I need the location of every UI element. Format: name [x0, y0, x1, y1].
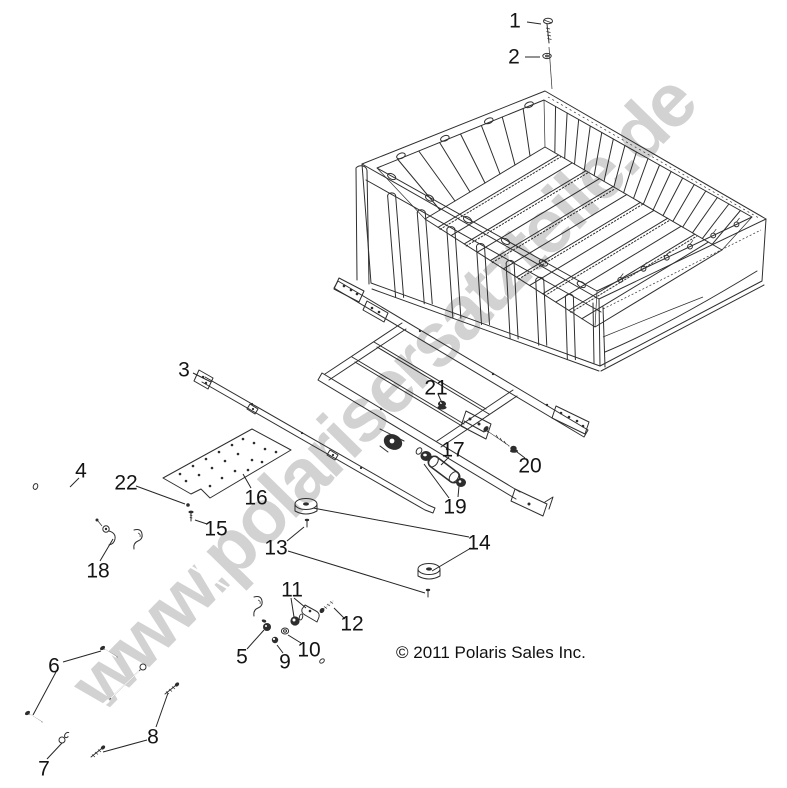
part-1-bolt: [543, 17, 553, 44]
callout-leader-12: [333, 607, 346, 620]
callout-5: 5: [236, 646, 248, 669]
back-wall-slats: [554, 106, 741, 245]
callout-leader-11: [293, 597, 307, 609]
callout-21: 21: [424, 377, 447, 400]
skid-plate-drawing: [162, 428, 292, 499]
copyright-text: © 2011 Polaris Sales Inc.: [396, 643, 586, 662]
callout-8: 8: [147, 726, 159, 749]
floor-ribs: [437, 154, 709, 320]
part-21-nut: [437, 400, 447, 410]
callout-leader-13: [286, 526, 305, 542]
part-2-washer: [542, 52, 552, 60]
callout-16: 16: [244, 487, 267, 510]
callout-leader-13: [287, 550, 426, 594]
part-6-pins: [24, 645, 118, 723]
skid-plate-holes: [178, 437, 278, 488]
callout-leader-22: [135, 485, 186, 505]
part-20-bolt: [483, 426, 518, 453]
callout-leader-15: [194, 519, 208, 525]
callout-leader-5: [246, 629, 265, 650]
callout-leader-9: [276, 644, 284, 654]
hardware-drawings: [24, 17, 553, 758]
callout-leader-6: [62, 650, 102, 663]
callout-leader-4: [69, 477, 80, 488]
box-mounting-frame-drawing: [317, 277, 590, 517]
callout-leader-14: [312, 507, 470, 538]
tiedown-hooks: [617, 217, 740, 283]
callout-leader-6: [32, 671, 57, 716]
callout-leader-10: [287, 634, 302, 644]
callout-leader-14: [431, 547, 472, 572]
part-9-nut: [271, 636, 279, 644]
callout-7: 7: [38, 758, 50, 781]
rim-stake-holes: [387, 101, 586, 289]
callout-15: 15: [204, 518, 227, 541]
part-15-screw: [188, 510, 194, 522]
callout-20: 20: [518, 455, 541, 478]
callout-19: 19: [443, 496, 466, 519]
callout-12: 12: [340, 613, 363, 636]
callout-leader-3: [192, 372, 212, 383]
callout-22: 22: [114, 472, 137, 495]
callout-leader-20: [516, 451, 526, 459]
callout-9: 9: [279, 651, 291, 674]
part-22-rivet: [186, 503, 190, 507]
callout-18: 18: [86, 560, 109, 583]
cargo-box-drawing: [355, 46, 767, 372]
part-8-screws: [90, 682, 180, 758]
support-rail-drawing: [193, 369, 436, 514]
callout-leader-18: [99, 538, 114, 562]
callout-leader-11: [290, 597, 295, 618]
left-wall-slats: [397, 108, 531, 211]
part-14-bumpers: [294, 498, 441, 580]
part-18-clip: [95, 518, 116, 546]
part-11-clamp: [290, 604, 320, 626]
callout-leader-1: [526, 21, 542, 25]
callout-11: 11: [281, 579, 303, 602]
callout-leader-21: [437, 393, 443, 404]
part-13-pins: [304, 518, 431, 598]
part-17-spacer: [415, 447, 466, 487]
callout-3: 3: [178, 359, 190, 382]
part-7-gas-spring: [58, 663, 147, 744]
callout-leader-7: [46, 742, 63, 760]
callout-1: 1: [509, 10, 521, 33]
part-5-bushing: [261, 619, 271, 631]
callout-leader-19: [457, 485, 460, 498]
callout-leader-19: [423, 463, 450, 499]
callout-14: 14: [467, 532, 491, 555]
callout-leader-16: [242, 473, 252, 489]
callout-10: 10: [297, 639, 320, 662]
callout-17: 17: [441, 439, 464, 462]
callout-6: 6: [48, 655, 60, 678]
part-10-washer: [280, 627, 290, 635]
side-wall-posts: [387, 192, 576, 361]
callout-13: 13: [264, 537, 287, 560]
box-support-tube-drawing: [32, 474, 337, 664]
callout-leader-17: [440, 456, 450, 466]
callout-4: 4: [75, 460, 87, 483]
callout-leader-8: [102, 739, 148, 753]
callout-leader-8: [155, 692, 169, 728]
callout-2: 2: [508, 46, 520, 69]
part-12-bolt: [319, 600, 334, 614]
